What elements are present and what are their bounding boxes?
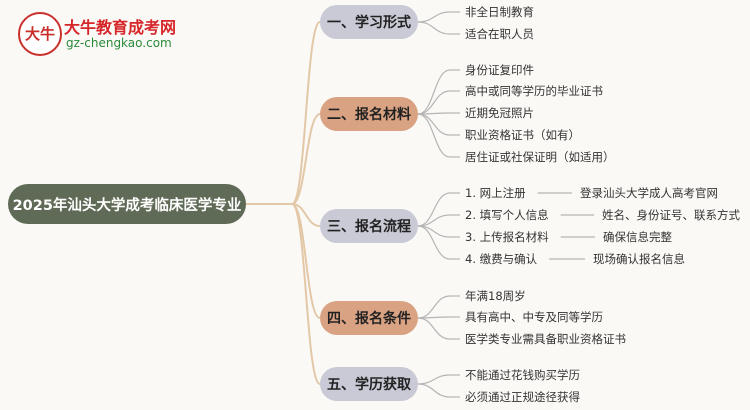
leaf-item: 不能通过花钱购买学历 (465, 368, 580, 382)
branch-node[interactable]: 二、报名材料 (320, 97, 418, 131)
leaf-item: 具有高中、中专及同等学历 (465, 310, 603, 324)
leaf-connector (417, 383, 451, 398)
branch-connector (291, 21, 321, 205)
branch-node[interactable]: 五、学历获取 (320, 367, 418, 401)
leaf-connector (417, 374, 451, 385)
logo-mark-icon: 大牛 (18, 12, 62, 56)
leaf-item: 必须通过正规途径获得 (465, 390, 580, 404)
process-step: 4. 缴费与确认 (465, 252, 538, 266)
process-step: 2. 填写个人信息 (465, 208, 549, 222)
leaf-connector (417, 225, 451, 260)
brand-title: 大牛教育成考网 (64, 18, 177, 37)
leaf-connector (417, 317, 451, 340)
branch-connector (291, 203, 321, 385)
leaf-item: 近期免冠照片 (465, 106, 534, 120)
brand-logo[interactable]: 大牛 大牛教育成考网 gz-chengkao.com (12, 8, 192, 56)
leaf-connector (417, 21, 451, 35)
process-step-detail: 登录汕头大学成人高考官网 (580, 186, 718, 200)
process-step: 3. 上传报名材料 (465, 230, 549, 244)
leaf-item: 职业资格证书（如有） (465, 128, 580, 142)
leaf-connector (417, 90, 451, 115)
brand-url: gz-chengkao.com (66, 36, 172, 50)
leaf-connector (417, 113, 451, 158)
branch-connector (291, 113, 321, 205)
branch-node[interactable]: 一、学习形式 (320, 5, 418, 39)
leaf-item: 居住证或社保证明（如适用） (465, 150, 615, 164)
branch-node[interactable]: 四、报名条件 (320, 301, 418, 335)
leaf-item: 适合在职人员 (465, 27, 534, 41)
process-step: 1. 网上注册 (465, 186, 526, 200)
leaf-item: 高中或同等学历的毕业证书 (465, 84, 603, 98)
leaf-connector (417, 113, 451, 136)
process-step-detail: 确保信息完整 (603, 230, 672, 244)
branch-node[interactable]: 三、报名流程 (320, 209, 418, 243)
leaf-item: 年满18周岁 (465, 289, 526, 303)
leaf-connector (417, 295, 451, 319)
leaf-item: 非全日制教育 (465, 5, 534, 19)
leaf-connector (417, 69, 451, 115)
process-step-detail: 现场确认报名信息 (593, 252, 685, 266)
leaf-item: 医学类专业需具备职业资格证书 (465, 332, 626, 346)
leaf-item: 身份证复印件 (465, 63, 534, 77)
leaf-connector (417, 11, 451, 23)
branch-connector (291, 203, 321, 227)
root-topic: 2025年汕头大学成考临床医学专业 (8, 184, 246, 224)
process-step-detail: 姓名、身份证号、联系方式 (602, 208, 740, 222)
